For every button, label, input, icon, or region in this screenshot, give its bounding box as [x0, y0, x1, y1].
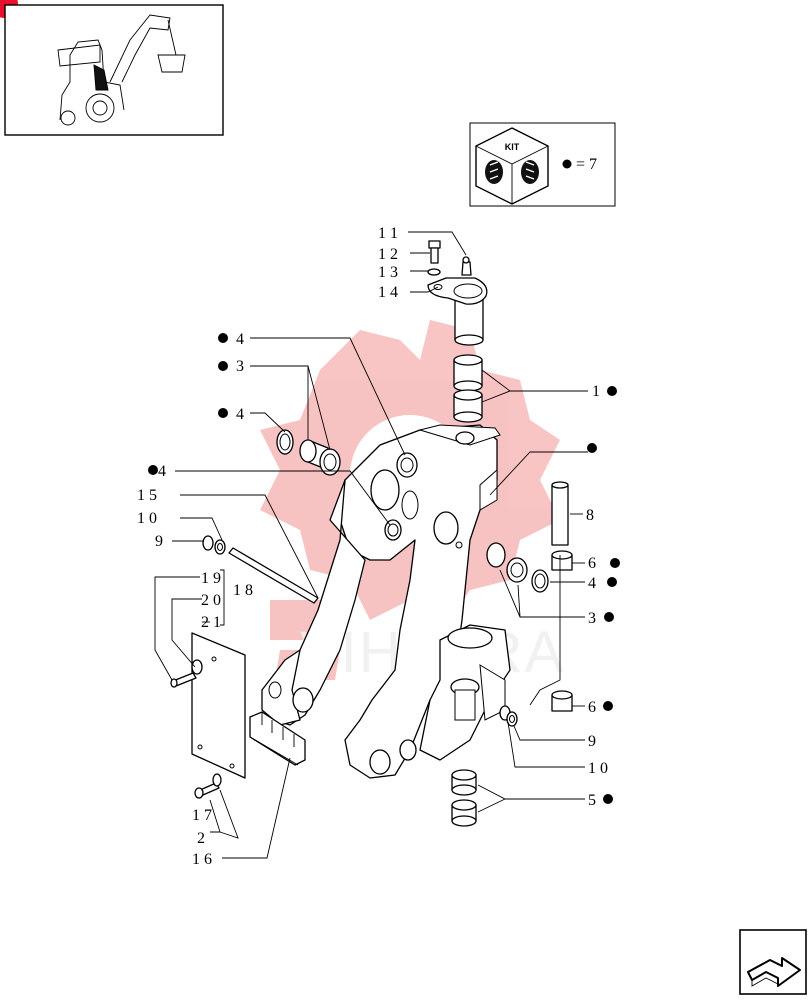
callout-3: 3 [236, 358, 244, 375]
callout-9: 9 [588, 733, 596, 750]
bullet-icon [218, 408, 228, 418]
callout-14: 1 4 [378, 284, 398, 301]
bullet-icon [607, 577, 617, 587]
bullet-icon [587, 443, 597, 453]
leader-lines [154, 231, 588, 859]
part-13-washer [427, 268, 441, 276]
callout-labels: 1 1 1 2 1 3 1 4 4 3 4 4 1 5 1 0 9 1 9 2 … [137, 225, 608, 868]
bullet-icon [603, 701, 613, 711]
bullet-icon [607, 386, 617, 396]
callout-8: 8 [586, 507, 594, 524]
arrow-right-icon [747, 957, 801, 987]
bullet-icon [610, 558, 620, 568]
callout-12: 1 2 [378, 246, 398, 263]
callout-6: 6 [588, 699, 596, 716]
bullet-icon [218, 361, 228, 371]
bullet-icon [604, 612, 614, 622]
callout-11: 1 1 [378, 225, 398, 242]
part-9-10-upper-washers [202, 535, 226, 555]
part-1-bushes [453, 354, 483, 423]
bullet-icon [148, 465, 158, 475]
thumbnail-panel [4, 4, 224, 136]
callout-4: 4 [588, 575, 596, 592]
callout-2: 2 [197, 830, 205, 847]
part-19-bolt [170, 659, 203, 688]
part-8-pin [551, 481, 569, 546]
part-3-4-right-bushings [486, 542, 549, 593]
part-cover-plate [170, 632, 246, 779]
bullet-icon [603, 794, 613, 804]
kit-title: KIT [505, 142, 520, 152]
tractor-tyre-icon [485, 160, 539, 184]
callout-19: 1 9 [201, 570, 221, 587]
callout-4: 4 [236, 406, 244, 423]
part-6-bush-lower [551, 690, 573, 712]
part-17-bolt [194, 773, 222, 799]
next-page-button[interactable] [739, 929, 807, 995]
kit-legend: KIT = 7 [469, 122, 616, 207]
part-pin-plate-assembly [427, 240, 488, 346]
callout-1: 1 [592, 383, 600, 400]
callout-6: 6 [588, 555, 596, 572]
part-5-lower-bushes [451, 769, 477, 827]
part-11-grease-nipple [461, 256, 472, 276]
callout-16: 1 6 [192, 851, 212, 868]
callout-3: 3 [588, 610, 596, 627]
callout-20: 2 0 [201, 592, 221, 609]
part-9-10-lower-washers [499, 705, 518, 727]
callout-21: 2 1 [201, 614, 221, 631]
callout-10: 1 0 [588, 760, 608, 777]
backhoe-loader-thumbnail-icon [57, 14, 186, 126]
callout-10: 1 0 [137, 510, 157, 527]
part-swing-frame [261, 424, 511, 779]
part-6-bush-upper [551, 550, 573, 571]
callout-5: 5 [588, 792, 596, 809]
kit-legend-value: = 7 [576, 156, 597, 173]
kit-bullet-icon [562, 159, 572, 169]
part-16-bracket [249, 711, 306, 766]
callout-9: 9 [155, 533, 163, 550]
callout-15: 1 5 [137, 487, 157, 504]
callout-4: 4 [158, 463, 166, 480]
part-12-bolt [428, 240, 441, 264]
callout-18: 1 8 [233, 582, 253, 599]
callout-13: 1 3 [378, 264, 398, 281]
callout-17: 1 7 [192, 807, 212, 824]
callout-bullets [148, 333, 620, 804]
bullet-icon [218, 333, 228, 343]
parts-drawing [170, 240, 573, 827]
callout-4: 4 [236, 331, 244, 348]
part-3-4-left-bushings [276, 429, 418, 541]
